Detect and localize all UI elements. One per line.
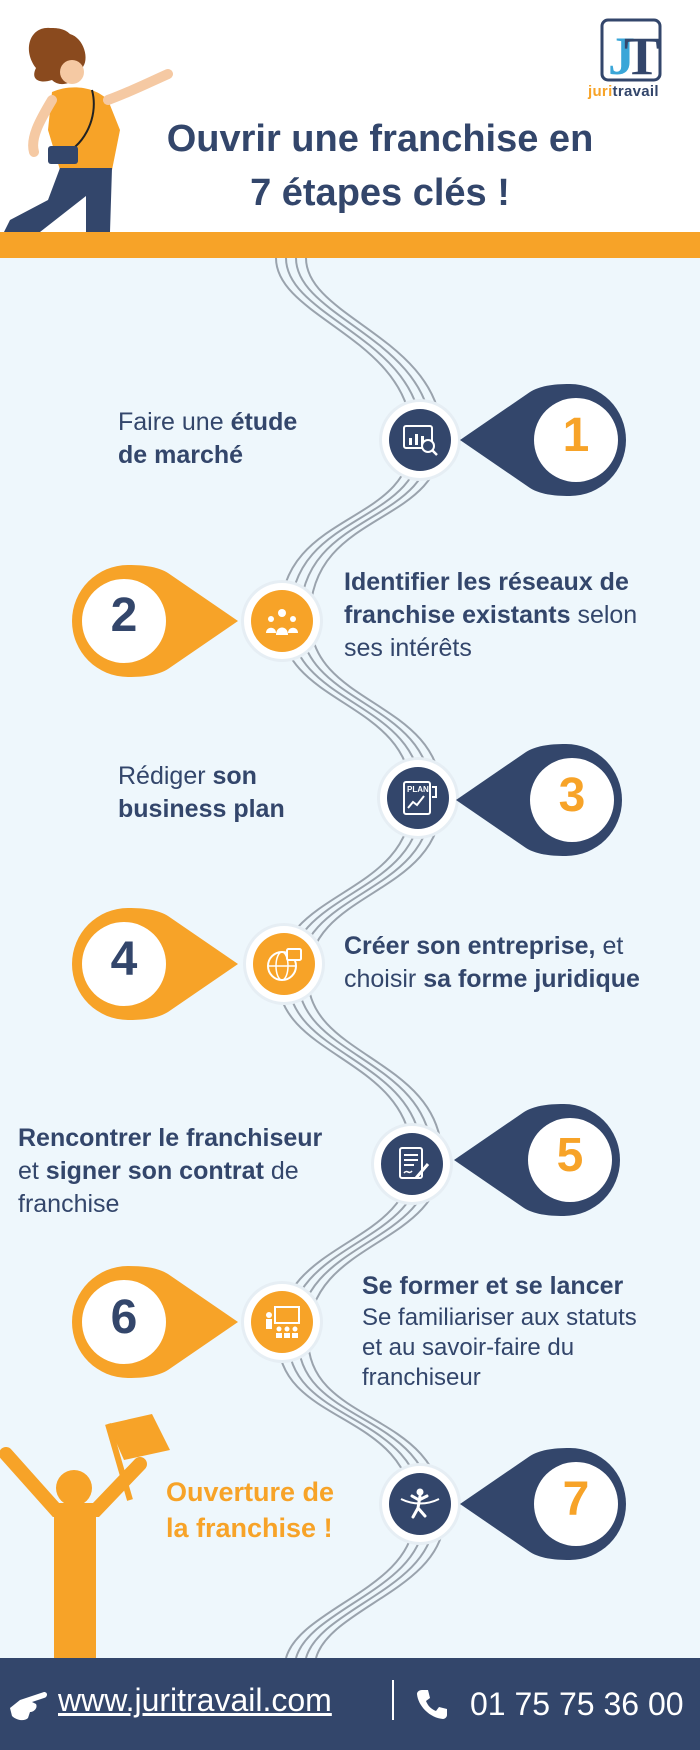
step-1-pin (460, 384, 626, 496)
footer-separator (392, 1680, 394, 1720)
contract-icon (399, 1147, 430, 1179)
step-6-pin (72, 1266, 238, 1378)
step-5-number: 5 (556, 1129, 584, 1182)
step-1-node (382, 402, 458, 478)
website-link[interactable]: www.juritravail.com (58, 1682, 332, 1718)
page-title: Ouvrir une franchise en 7 étapes clés ! (100, 112, 660, 220)
step-2-text: Identifier les réseaux de franchise exis… (344, 568, 638, 662)
pointing-hand-icon (10, 1692, 47, 1721)
step-6-title: Se former et se lancer (362, 1272, 624, 1300)
step-3-number: 3 (558, 769, 586, 822)
svg-text:T: T (624, 26, 660, 86)
svg-text:J: J (608, 26, 635, 86)
step-3-text: Rédiger son business plan (118, 762, 285, 823)
step-5-node (374, 1126, 450, 1202)
step-2-number: 2 (110, 589, 138, 642)
step-7-pin (460, 1448, 626, 1560)
step-5-text: Rencontrer le franchiseur et signer son … (18, 1124, 323, 1218)
company-globe-icon (267, 948, 302, 981)
phone-icon (417, 1690, 447, 1719)
phone-number[interactable]: 01 75 75 36 00 (470, 1686, 684, 1722)
step-1-number: 1 (562, 409, 590, 462)
step-4-node (246, 926, 322, 1002)
business-plan-icon: PLAN (403, 781, 437, 815)
header-divider (0, 232, 700, 258)
step-7-number: 7 (562, 1473, 590, 1526)
network-icon (266, 609, 298, 635)
step-6-node (244, 1284, 320, 1360)
step-4-number: 4 (110, 933, 138, 986)
step-2-node (244, 583, 320, 659)
winner-flag-illustration-icon (0, 1414, 170, 1658)
title-line-2: 7 étapes clés ! (250, 172, 510, 214)
woman-illustration-icon (4, 27, 173, 232)
logo-word-juri: juri (588, 83, 613, 100)
footer: www.juritravail.com 01 75 75 36 00 (0, 1658, 700, 1750)
step-5-pin (454, 1104, 620, 1216)
header (0, 0, 700, 232)
step-2-pin (72, 565, 238, 677)
title-line-1: Ouvrir une franchise en (166, 118, 594, 160)
logo-wordmark: juritravail (588, 83, 659, 100)
step-4-text: Créer son entreprise, et choisir sa form… (344, 932, 640, 993)
step-3-pin (456, 744, 622, 856)
step-1-text: Faire une étude de marché (118, 408, 298, 469)
step-6-text: Se former et se lancer Se familiariser a… (362, 1272, 637, 1391)
step-3-node: PLAN (380, 760, 456, 836)
svg-text:PLAN: PLAN (407, 785, 429, 794)
logo-word-travail: travail (612, 83, 659, 100)
step-6-number: 6 (110, 1291, 138, 1344)
finish-line-icon (400, 1488, 440, 1519)
step-7-text: Ouverture de la franchise ! (166, 1477, 335, 1543)
training-icon (266, 1306, 300, 1338)
juritravail-logo-icon: J T (600, 18, 662, 86)
step-7-node (382, 1466, 458, 1542)
step-4-pin (72, 908, 238, 1020)
market-study-icon (403, 425, 438, 456)
